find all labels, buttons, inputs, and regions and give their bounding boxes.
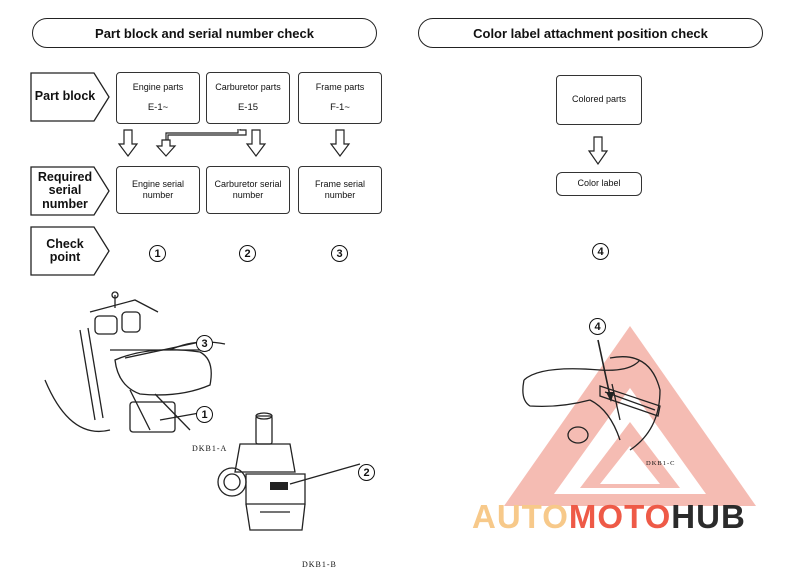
tag-shape <box>30 166 110 216</box>
watermark-moto: MOTO <box>568 498 672 535</box>
carburetor-illustration <box>217 412 361 531</box>
part-code: F-1~ <box>330 102 350 114</box>
watermark-auto: AUTO <box>472 498 569 535</box>
part-block-label: Part block <box>30 72 110 122</box>
check-point-label: Check point <box>30 226 110 276</box>
watermark-logo <box>504 326 756 506</box>
color-label-box: Color label <box>556 172 642 196</box>
serial-text: Frame serial number <box>314 178 365 200</box>
check-point-1: 1 <box>149 245 166 262</box>
colored-parts-box: Colored parts <box>556 75 642 125</box>
part-name: Carburetor parts <box>215 81 281 92</box>
down-arrows-left <box>117 129 351 157</box>
colored-parts-text: Colored parts <box>571 94 627 105</box>
figure-ref-c: DKB1-C <box>646 460 676 467</box>
part-name: Engine parts <box>132 81 184 92</box>
callout-4: 4 <box>589 318 606 335</box>
part-box-carburetor: Carburetor parts E-15 <box>206 72 290 124</box>
down-arrow-icon <box>245 129 267 157</box>
seat-illustration <box>522 339 661 451</box>
down-arrow-icon <box>329 129 351 157</box>
down-arrow-icon <box>587 136 609 166</box>
check-point-3: 3 <box>331 245 348 262</box>
callout-3: 3 <box>196 335 213 352</box>
motorcycle-illustration <box>44 291 226 433</box>
check-point-4: 4 <box>592 243 609 260</box>
figure-ref-b: DKB1-B <box>302 560 337 569</box>
serial-text: Carburetor serial number <box>214 178 282 200</box>
connector-line <box>167 129 247 140</box>
part-box-frame: Frame parts F-1~ <box>298 72 382 124</box>
required-serial-label: Required serial number <box>30 166 110 216</box>
left-panel-title: Part block and serial number check <box>32 18 377 48</box>
part-block-text: Part block <box>34 89 96 104</box>
part-box-engine: Engine parts E-1~ <box>116 72 200 124</box>
callout-2: 2 <box>358 464 375 481</box>
part-name: Frame parts <box>315 81 365 92</box>
check-point-2: 2 <box>239 245 256 262</box>
figure-ref-a: DKB1-A <box>192 444 228 453</box>
part-code: E-15 <box>237 102 259 114</box>
tag-shape <box>30 72 110 122</box>
serial-box-frame: Frame serial number <box>298 166 382 214</box>
serial-text: Engine serial number <box>131 178 185 200</box>
down-arrow-right <box>587 136 609 166</box>
serial-box-engine: Engine serial number <box>116 166 200 214</box>
watermark-text: AUTOMOTOHUB <box>472 498 746 536</box>
down-arrow-icon <box>155 139 177 157</box>
serial-box-carburetor: Carburetor serial number <box>206 166 290 214</box>
down-arrow-icon <box>117 129 139 157</box>
tag-shape <box>30 226 110 276</box>
watermark-hub: HUB <box>671 498 746 535</box>
check-point-text: Check point <box>46 236 84 264</box>
right-panel-title: Color label attachment position check <box>418 18 763 48</box>
part-code: E-1~ <box>147 102 169 114</box>
color-label-text: Color label <box>577 178 621 189</box>
callout-1: 1 <box>196 406 213 423</box>
required-serial-text: Required serial number <box>37 170 93 211</box>
